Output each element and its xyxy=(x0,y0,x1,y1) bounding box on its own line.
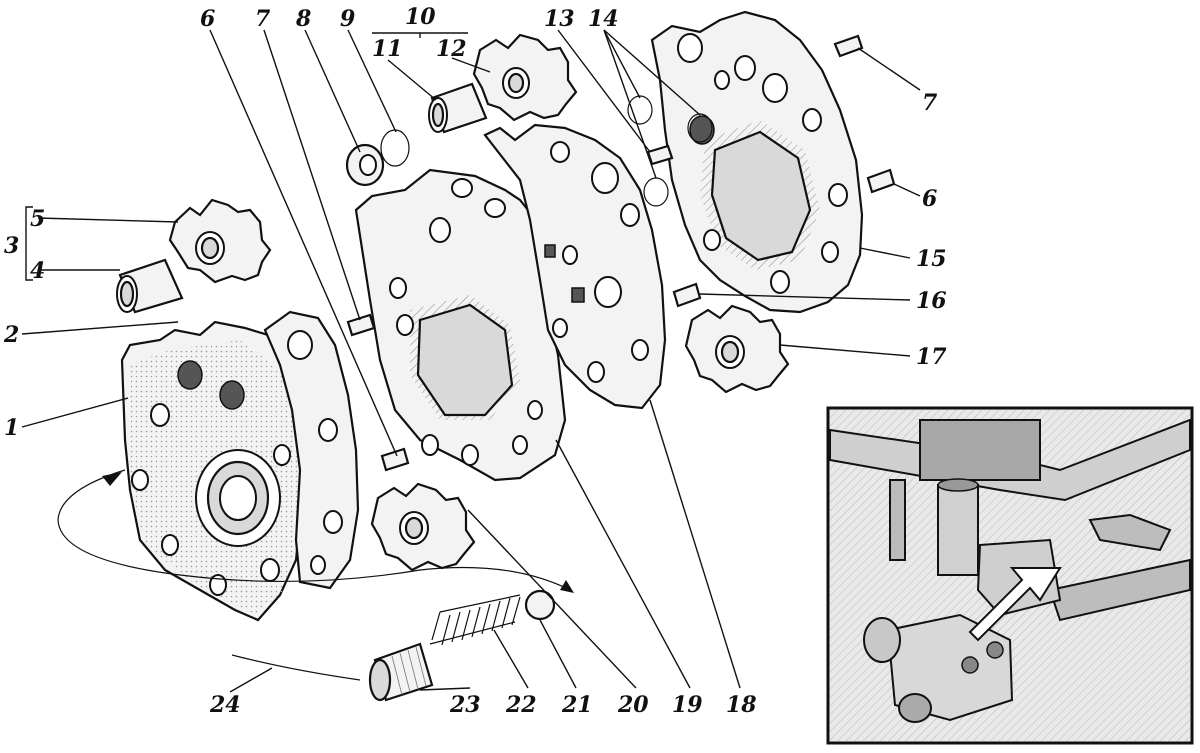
callout-8: 8 xyxy=(295,6,311,32)
callout-1: 1 xyxy=(4,415,19,441)
callout-6-left: 6 xyxy=(200,6,215,32)
pin-part-7-left xyxy=(346,313,376,337)
callout-7-right: 7 xyxy=(922,90,938,116)
callout-5: 5 xyxy=(30,206,45,232)
gear-part-5 xyxy=(168,198,272,284)
callout-18: 18 xyxy=(726,692,757,718)
ball-part-21 xyxy=(524,589,556,621)
bushing-part-11 xyxy=(428,82,488,134)
seal-part-8 xyxy=(345,143,385,187)
spring-part-22 xyxy=(429,594,521,646)
callout-4: 4 xyxy=(30,258,45,284)
gasket-plate-part-18 xyxy=(483,123,667,410)
callout-20: 20 xyxy=(617,692,649,718)
callout-19: 19 xyxy=(672,692,703,718)
pin-part-16 xyxy=(672,282,702,308)
callout-15: 15 xyxy=(916,246,947,272)
center-block-part-19 xyxy=(354,168,567,482)
callout-9: 9 xyxy=(340,6,355,32)
callout-7-left: 7 xyxy=(255,6,271,32)
callout-10: 10 xyxy=(405,4,436,30)
plug-part-23 xyxy=(368,642,434,702)
gear-part-17 xyxy=(684,304,790,394)
callout-21: 21 xyxy=(561,692,593,718)
bushing-part-4 xyxy=(116,258,184,314)
inset-pointer-arrow xyxy=(968,567,1062,642)
callout-13: 13 xyxy=(544,6,575,32)
callout-22: 22 xyxy=(505,692,537,718)
gear-part-20 xyxy=(370,482,476,572)
callout-6-right: 6 xyxy=(922,186,937,212)
pin-part-13 xyxy=(646,144,674,166)
callout-16: 16 xyxy=(916,288,947,314)
callout-23: 23 xyxy=(449,692,481,718)
pin-part-6-left xyxy=(380,447,410,472)
gear-part-12 xyxy=(472,33,578,122)
callout-labels: 1 2 3 4 5 6 7 8 9 10 11 12 13 14 7 6 15 … xyxy=(3,4,947,718)
housing-part-1 xyxy=(120,320,307,622)
pin-part-7-upper xyxy=(833,34,864,58)
leader-lines xyxy=(21,29,921,693)
callout-3: 3 xyxy=(4,233,19,259)
inset-installation-view xyxy=(826,406,1194,745)
rear-cover-part-15 xyxy=(650,10,864,314)
wire-part-24 xyxy=(231,654,361,681)
o-ring-part-9 xyxy=(380,129,410,167)
callout-17: 17 xyxy=(916,344,947,370)
callout-11: 11 xyxy=(372,36,403,62)
plate-part-2 xyxy=(263,310,360,590)
assembly-path-arrow xyxy=(57,469,574,593)
callout-12: 12 xyxy=(436,36,467,62)
pin-part-6-right xyxy=(866,168,896,194)
callout-2: 2 xyxy=(3,322,19,348)
callout-24: 24 xyxy=(209,692,241,718)
callout-14: 14 xyxy=(588,6,619,32)
